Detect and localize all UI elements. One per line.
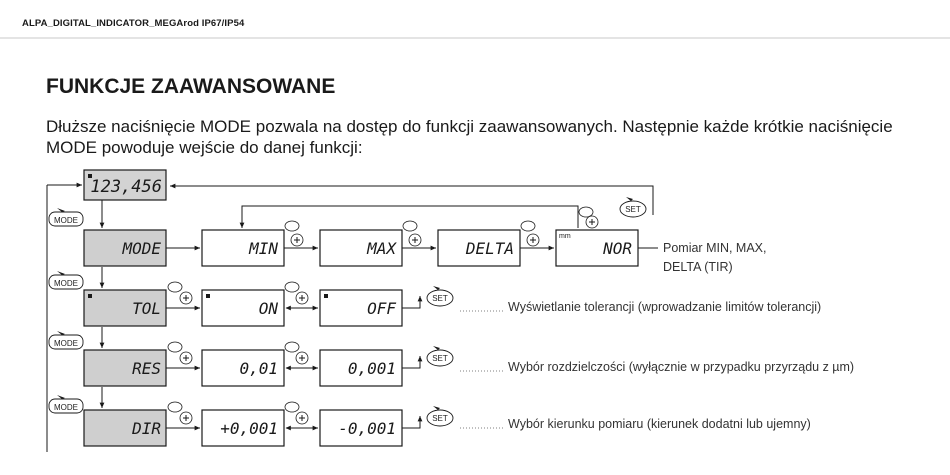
description-dir: Wybór kierunku pomiaru (kierunek dodatni…: [508, 417, 811, 431]
svg-text:DIR: DIR: [131, 419, 161, 438]
mode-button[interactable]: MODE: [48, 395, 84, 414]
option-display-off: OFF: [319, 289, 403, 327]
svg-text:0,01: 0,01: [239, 359, 278, 378]
section-title: FUNKCJE ZAAWANSOWANE: [46, 75, 336, 98]
option-display-nor: mm NOR: [555, 229, 639, 267]
set-button[interactable]: SET: [426, 346, 454, 367]
svg-text:RES: RES: [132, 359, 161, 378]
description-mode-line2: DELTA (TIR): [663, 260, 733, 274]
option-display-max: MAX: [319, 229, 403, 267]
press-icon: [284, 281, 309, 305]
svg-text:MODE: MODE: [54, 339, 78, 348]
option-display-res-0001: 0,001: [319, 349, 403, 387]
function-display-tol: TOL: [83, 289, 167, 327]
svg-text:OFF: OFF: [367, 299, 396, 318]
mode-button[interactable]: MODE: [48, 208, 84, 227]
header-divider: [0, 37, 950, 39]
press-icon: [167, 341, 193, 365]
main-display: 123,456: [83, 169, 167, 201]
option-display-min: MIN: [201, 229, 285, 267]
svg-text:MAX: MAX: [366, 239, 397, 258]
option-display-res-001: 0,01: [201, 349, 285, 387]
press-icon: [578, 206, 599, 229]
svg-text:-0,001: -0,001: [338, 419, 396, 438]
svg-text:MODE: MODE: [54, 216, 78, 225]
svg-text:SET: SET: [432, 294, 448, 303]
press-icon: [167, 281, 193, 305]
svg-text:NOR: NOR: [602, 239, 632, 258]
function-display-mode: MODE: [83, 229, 167, 267]
svg-text:DELTA: DELTA: [465, 239, 514, 258]
svg-text:SET: SET: [625, 205, 641, 214]
intro-paragraph: Dłuższe naciśnięcie MODE pozwala na dost…: [46, 117, 893, 157]
mode-button[interactable]: MODE: [48, 331, 84, 350]
option-display-dir-positive: +0,001: [201, 409, 285, 447]
press-icon: [284, 401, 309, 425]
option-display-delta: DELTA: [437, 229, 521, 267]
svg-text:MODE: MODE: [54, 279, 78, 288]
press-icon: [167, 401, 193, 425]
svg-text:TOL: TOL: [132, 299, 161, 318]
mode-button[interactable]: MODE: [48, 271, 84, 290]
description-tol: Wyświetlanie tolerancji (wprowadzanie li…: [508, 300, 821, 314]
mode-loop-arrow: [239, 205, 579, 228]
svg-text:0,001: 0,001: [348, 359, 396, 378]
document-header: ALPA_DIGITAL_INDICATOR_MEGArod IP67/IP54: [22, 18, 245, 29]
function-display-dir: DIR: [83, 409, 167, 447]
set-button[interactable]: SET: [426, 406, 454, 427]
press-icon: [284, 341, 309, 365]
svg-text:+0,001: +0,001: [220, 419, 278, 438]
option-display-dir-negative: -0,001: [319, 409, 403, 447]
function-display-res: RES: [83, 349, 167, 387]
svg-text:SET: SET: [432, 354, 448, 363]
set-return-arrow: [170, 183, 654, 215]
press-icon: [520, 220, 540, 247]
svg-text:ON: ON: [259, 299, 279, 318]
press-icon: [402, 220, 422, 247]
svg-text:123,456: 123,456: [90, 177, 162, 197]
set-button[interactable]: SET: [619, 197, 647, 218]
description-mode-line1: Pomiar MIN, MAX,: [663, 241, 767, 255]
svg-text:MODE: MODE: [121, 239, 161, 258]
mm-unit-label: mm: [559, 233, 571, 240]
set-button[interactable]: SET: [426, 286, 454, 307]
svg-text:MIN: MIN: [248, 239, 278, 258]
svg-text:SET: SET: [432, 414, 448, 423]
press-icon: [284, 220, 304, 247]
svg-text:MODE: MODE: [54, 403, 78, 412]
option-display-on: ON: [201, 289, 285, 327]
description-res: Wybór rozdzielczości (wyłącznie w przypa…: [508, 360, 854, 374]
